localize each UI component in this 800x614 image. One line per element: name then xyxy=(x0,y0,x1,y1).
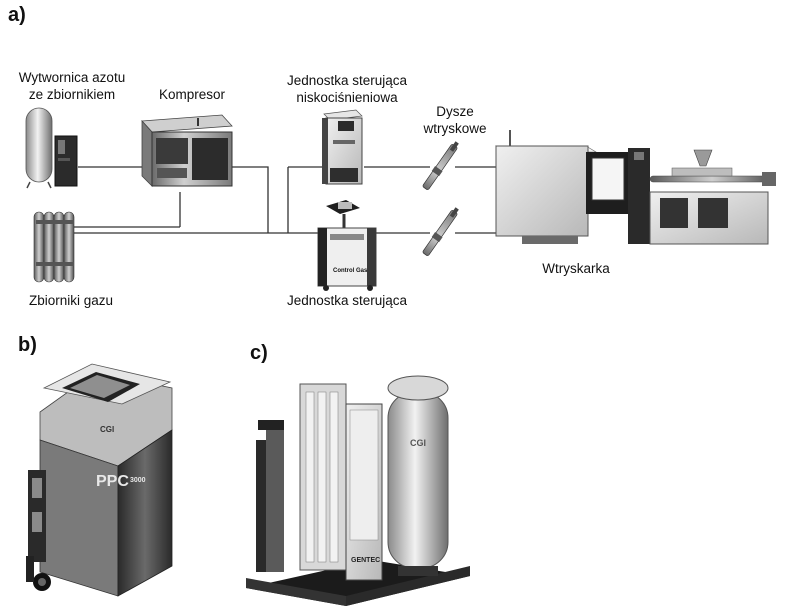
cgi-logo-c: CGI xyxy=(410,438,426,448)
label-compressor: Kompresor xyxy=(158,87,226,102)
low-pressure-control-unit-device xyxy=(322,109,363,185)
panel-label-c: c) xyxy=(250,342,268,364)
ppc-logo: PPC xyxy=(96,473,129,490)
nitrogen-generator-device xyxy=(25,107,78,189)
nozzle-lower xyxy=(422,207,459,256)
ppc-unit-device: CGI PPC 3000 xyxy=(26,363,173,597)
gas-tanks-device xyxy=(33,211,75,283)
label-nozzles: Dysze wtryskowe xyxy=(410,103,500,137)
label-injection-machine: Wtryskarka xyxy=(542,261,610,276)
nozzle-upper xyxy=(422,141,459,190)
connection-lines xyxy=(74,166,522,234)
ppc-model: 3000 xyxy=(130,477,146,484)
label-nozzles-line2: wtryskowe xyxy=(423,121,487,136)
label-nitrogen-generator: Wytwornica azotu ze zbiornikiem xyxy=(2,69,142,103)
label-low-pressure-unit: Jednostka sterująca niskociśnieniowa xyxy=(272,72,422,106)
gentec-system-device: GENTEC CGI xyxy=(246,375,470,606)
cgi-logo-b: CGI xyxy=(100,425,114,434)
nitrogen-tank xyxy=(25,107,53,183)
control-gas-unit-device: Control Gas xyxy=(317,200,377,291)
label-low-pressure-unit-line2: niskociśnieniowa xyxy=(296,90,398,105)
label-control-unit: Jednostka sterująca xyxy=(286,293,408,308)
panel-label-a: a) xyxy=(8,4,26,26)
control-gas-logo: Control Gas xyxy=(333,268,368,274)
label-nitrogen-generator-line1: Wytwornica azotu xyxy=(18,70,126,85)
label-nozzles-line1: Dysze xyxy=(436,104,474,119)
panel-label-b: b) xyxy=(18,334,37,356)
label-low-pressure-unit-line1: Jednostka sterująca xyxy=(286,73,408,88)
injection-machine-device xyxy=(494,130,776,245)
gentec-logo: GENTEC xyxy=(351,557,380,564)
compressor-device xyxy=(141,114,233,187)
line-compressor-to-junction xyxy=(232,166,269,233)
label-nitrogen-generator-line2: ze zbiornikiem xyxy=(28,87,116,102)
label-gas-tanks: Zbiorniki gazu xyxy=(28,293,114,308)
